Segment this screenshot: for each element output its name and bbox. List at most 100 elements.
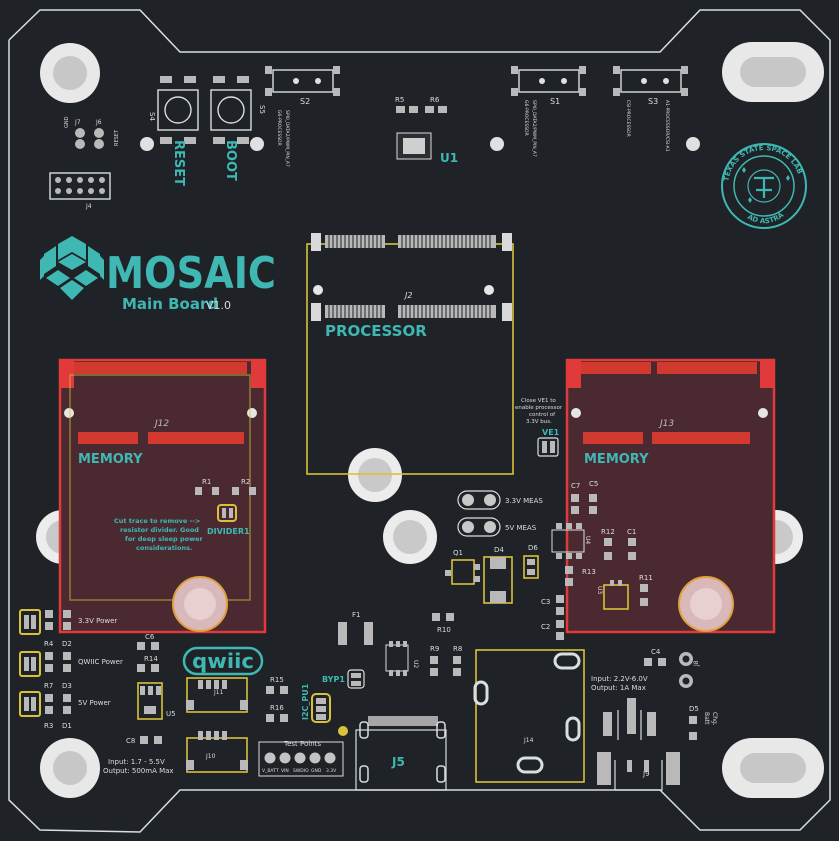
battery-connector-j9[interactable]	[597, 752, 680, 791]
ref-u4: U4	[584, 536, 591, 544]
qwiic-logo	[182, 646, 264, 676]
ref-r12: R12	[601, 528, 615, 536]
slide-switch-s1[interactable]	[511, 66, 586, 96]
diode-d5	[689, 716, 697, 740]
meas-3v3-jumper[interactable]	[457, 490, 501, 510]
pin-reset-label: RESET	[114, 129, 120, 146]
ref-r15: R15	[270, 676, 284, 684]
ref-j8: J8	[693, 660, 700, 667]
ref-j12: J12	[153, 419, 169, 429]
ref-r1: R1	[202, 478, 211, 486]
fuse-f1	[338, 622, 373, 645]
divider-note-4: considerations.	[136, 544, 192, 552]
led-3v3-jumper	[19, 609, 41, 635]
ref-c4: C4	[651, 648, 661, 656]
cap-c6	[137, 642, 159, 650]
resistor-r11	[640, 584, 648, 606]
ref-r16: R16	[270, 704, 284, 712]
ref-r2: R2	[241, 478, 250, 486]
reset-button[interactable]	[157, 76, 199, 144]
input-left-2: Output: 500mA Max	[103, 767, 174, 775]
input-left-1: Input: 1.7 - 5.5V	[108, 758, 165, 766]
ref-j9: J9	[642, 770, 650, 778]
header-j7-j6[interactable]	[75, 128, 104, 149]
fiducial	[338, 726, 348, 736]
transistor-q1	[445, 559, 480, 585]
ref-s5: S5	[258, 105, 266, 114]
ref-d3: D3	[62, 682, 72, 690]
processor-label: PROCESSOR	[325, 322, 427, 340]
input-right-1: Input: 2.2V-6.0V	[591, 675, 648, 683]
reset-label: RESET	[171, 140, 186, 186]
ve1-note-1: Close VE1 to	[521, 398, 556, 404]
fiducial	[140, 137, 154, 151]
mount-hole-memory-right	[678, 576, 734, 632]
barrel-jack-j14[interactable]	[473, 649, 585, 783]
chip-u3	[603, 580, 629, 610]
boot-label: BOOT	[223, 140, 238, 181]
cap-c1	[628, 538, 636, 560]
ref-s2: S2	[300, 97, 310, 106]
test-points-box	[258, 741, 344, 777]
ref-s4: S4	[148, 112, 156, 121]
resistor-r13	[565, 566, 573, 586]
resistor-r15	[266, 686, 288, 694]
space-lab-top-text: TEXAS STATE SPACE LAB	[722, 144, 803, 182]
mount-hole-center	[348, 448, 402, 502]
ref-c8: C8	[126, 737, 135, 745]
chip-u4	[551, 523, 585, 559]
ref-byp1: BYP1	[322, 675, 345, 684]
cap-c4	[644, 658, 666, 666]
batt-chg-2: Chg.	[711, 712, 718, 726]
header-j4[interactable]	[49, 172, 111, 200]
ref-u2: U2	[412, 660, 419, 668]
ref-j2: J2	[403, 291, 412, 300]
resistor-r8	[453, 656, 461, 676]
space-lab-logo	[721, 143, 807, 229]
boot-button[interactable]	[210, 76, 252, 144]
cap-c3	[556, 595, 564, 615]
i2c-pu1-jumper[interactable]	[311, 693, 331, 723]
s1-label-b: SPI0_DATA2/PWM_PIN_A7	[531, 100, 537, 157]
tp-3v3: 3.3V	[326, 768, 337, 774]
byp1-jumper[interactable]	[347, 669, 365, 689]
qwiic-connector-j10[interactable]	[186, 731, 248, 773]
mount-hole-memory-left	[172, 576, 228, 632]
ref-s1: S1	[550, 97, 560, 106]
s2-label-a: G6-PROCESSOR	[276, 110, 282, 146]
meas-5v-jumper[interactable]	[457, 517, 501, 537]
ref-c6: C6	[145, 633, 155, 641]
ref-d1: D1	[62, 722, 72, 730]
resistor-r1	[195, 487, 219, 495]
usb-connector-j5[interactable]	[355, 716, 447, 791]
resistor-r12	[604, 538, 612, 560]
test-point-pads[interactable]	[264, 752, 336, 764]
ref-c3: C3	[541, 598, 550, 606]
slide-switch-s3[interactable]	[613, 66, 688, 96]
cap-c5	[589, 494, 597, 514]
ref-d6: D6	[528, 544, 538, 552]
led-pads	[45, 610, 71, 714]
fiducial	[686, 137, 700, 151]
ref-j5: J5	[391, 755, 405, 769]
ref-r7: R7	[44, 682, 53, 690]
ref-r9: R9	[430, 645, 439, 653]
ref-c1: C1	[627, 528, 636, 536]
mount-slot-top-right	[722, 42, 824, 102]
ref-j7: J7	[74, 119, 81, 126]
ref-r5: R5	[395, 96, 404, 104]
header-j8[interactable]	[679, 652, 693, 688]
divider-jumper[interactable]	[217, 504, 237, 522]
ref-r13: R13	[582, 568, 596, 576]
cap-c2	[556, 620, 564, 640]
qwiic-connector-j11[interactable]	[186, 677, 248, 713]
ref-c5: C5	[589, 480, 598, 488]
ref-f1: F1	[352, 611, 360, 619]
slide-switch-s2[interactable]	[265, 66, 340, 96]
fiducial	[490, 137, 504, 151]
ve1-jumper[interactable]	[537, 437, 559, 457]
processor-connector-j2	[306, 233, 514, 475]
ref-r6: R6	[430, 96, 440, 104]
ve1-note-2: enable processor	[515, 405, 563, 411]
